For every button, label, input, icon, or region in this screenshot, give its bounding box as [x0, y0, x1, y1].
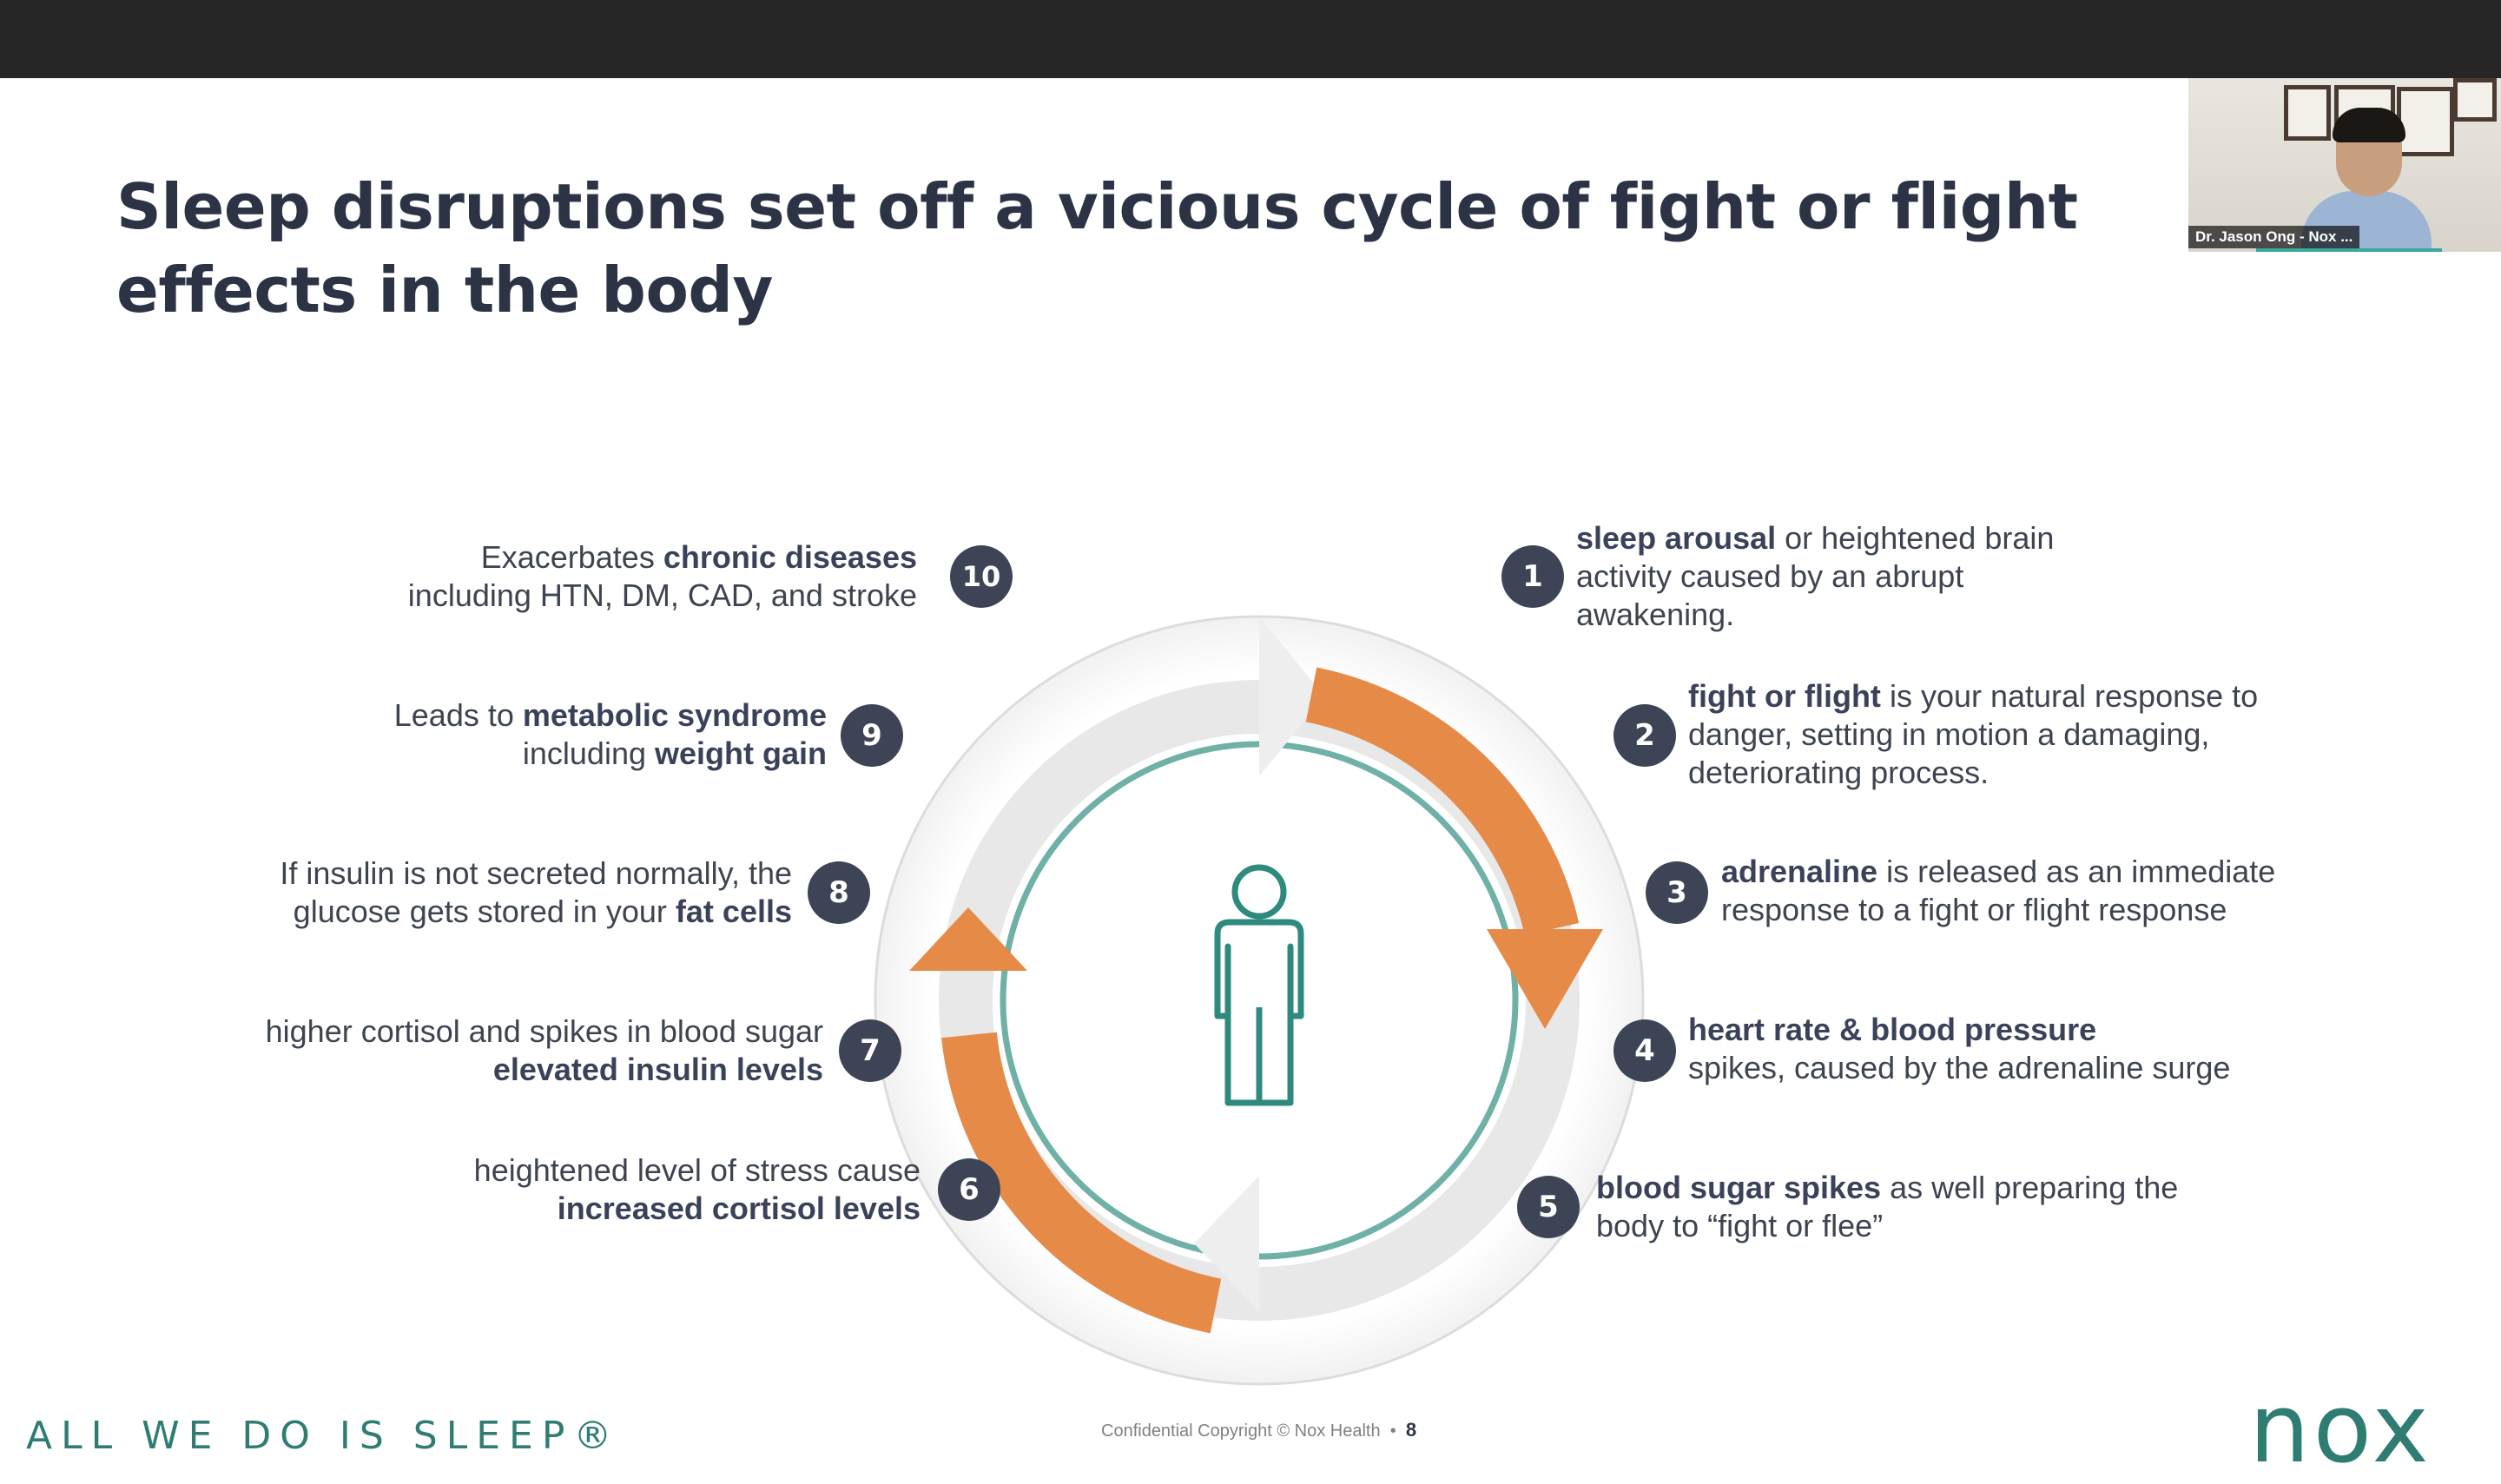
cycle-item-5: blood sugar spikes as well preparing the…	[1596, 1170, 2179, 1243]
cycle-item-3: adrenaline is released as an immediate r…	[1721, 854, 2276, 927]
cycle-item-2: fight or flight is your natural response…	[1688, 678, 2259, 790]
orange-arc-right	[1305, 667, 1580, 936]
badge-6: 6	[938, 1158, 1000, 1221]
gray-arrowhead-top	[1259, 617, 1324, 776]
footer-tagline: ALL WE DO IS SLEEP®	[26, 1414, 621, 1458]
gray-arrowhead-bottom	[1194, 1176, 1259, 1311]
orange-arrowhead-right	[1487, 929, 1603, 1029]
orange-arc-left	[941, 1032, 1222, 1334]
orange-arrowhead-left	[909, 907, 1027, 971]
cycle-item-1: sleep arousal or heightened brain activi…	[1576, 520, 2055, 632]
badge-5: 5	[1517, 1176, 1580, 1238]
badge-4: 4	[1613, 1019, 1676, 1082]
badge-10: 10	[950, 545, 1013, 608]
badge-8: 8	[808, 861, 870, 924]
footer-copyright: Confidential Copyright © Nox Health • 8	[1101, 1419, 1417, 1441]
speaking-indicator	[2256, 248, 2442, 252]
badge-7: 7	[839, 1019, 901, 1082]
wall-frame	[2284, 85, 2331, 141]
cycle-item-8: If insulin is not secreted normally, the…	[280, 855, 792, 929]
page-number: 8	[1405, 1419, 1417, 1441]
cycle-item-7: higher cortisol and spikes in blood suga…	[265, 1013, 823, 1087]
participant-name-label: Dr. Jason Ong - Nox ...	[2188, 226, 2360, 248]
badge-3: 3	[1646, 861, 1708, 924]
slide-title: Sleep disruptions set off a vicious cycl…	[116, 170, 2078, 326]
window-top-bar	[0, 0, 2501, 78]
badge-1: 1	[1501, 545, 1564, 608]
badge-2: 2	[1613, 704, 1676, 767]
participant-hair	[2333, 108, 2405, 142]
person-outline-icon	[1214, 864, 1304, 1106]
nox-logo: nox	[2249, 1373, 2432, 1484]
cycle-diagram	[874, 615, 1645, 1386]
badge-9: 9	[841, 704, 903, 767]
presentation-slide: Sleep disruptions set off a vicious cycl…	[0, 78, 2501, 1447]
wall-frame	[2453, 78, 2497, 122]
webcam-thumbnail[interactable]: Dr. Jason Ong - Nox ...	[2188, 78, 2501, 252]
wall-frame	[2397, 87, 2454, 156]
